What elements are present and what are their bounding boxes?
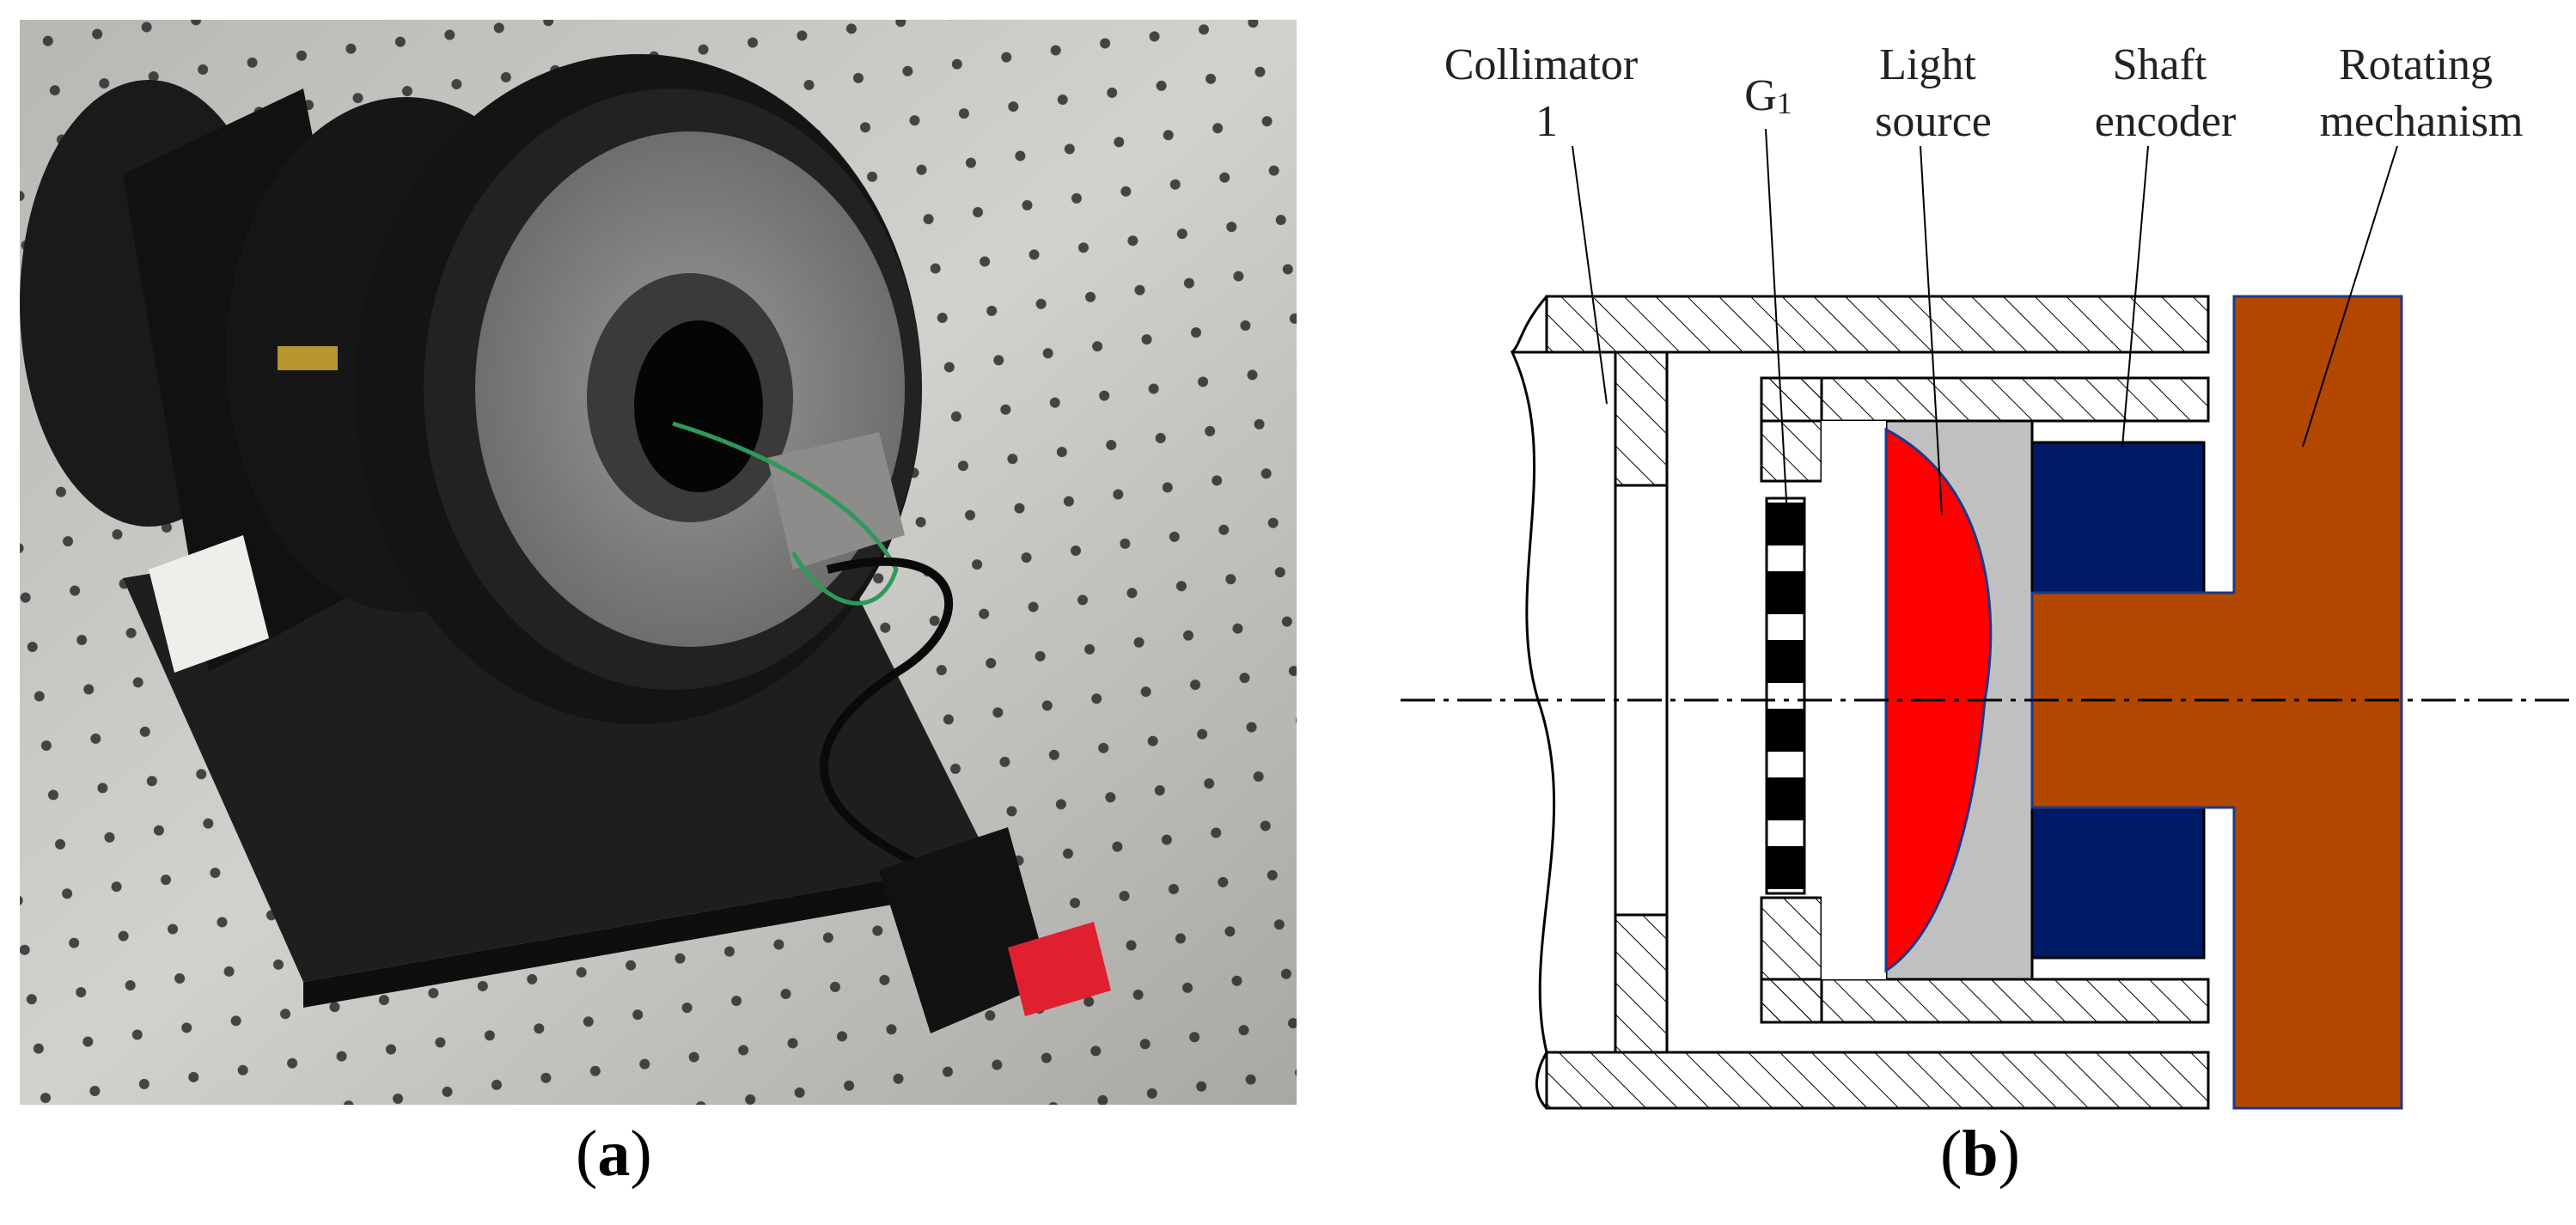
label-light-source-line1: Light xyxy=(1879,40,1976,89)
bore xyxy=(634,320,763,492)
diagram-b: Collimator 1 G1 Light source Shaft encod… xyxy=(1401,40,2569,1110)
label-grating-sub: 1 xyxy=(1777,86,1792,120)
brass-connector xyxy=(278,346,338,370)
shaft-encoder-top xyxy=(2030,441,2206,594)
collimator-bottom-edge xyxy=(1535,1051,1548,1110)
base-side xyxy=(303,862,991,1008)
outer-tube-top xyxy=(1545,295,2210,354)
inner-sleeve-bottom xyxy=(1760,978,2210,1024)
collimator-body xyxy=(1510,350,1617,1054)
label-collimator-line1: Collimator xyxy=(1444,40,1638,89)
subfigure-label-b: (b) xyxy=(1940,1118,2020,1190)
black-cable xyxy=(820,557,954,866)
photo-a xyxy=(20,20,1297,1105)
label-shaft-encoder-line1: Shaft xyxy=(2113,40,2207,89)
label-grating: G1 xyxy=(1744,71,1792,120)
label-rotating-mechanism-line1: Rotating xyxy=(2339,40,2493,89)
label-shaft-encoder-line2: encoder xyxy=(2095,97,2237,146)
collimator-edge xyxy=(1511,296,1548,354)
white-foot xyxy=(149,535,269,673)
collimator-retainer-top xyxy=(1614,350,1669,487)
label-collimator: Collimator 1 xyxy=(1444,40,1649,146)
label-collimator-line2: 1 xyxy=(1535,97,1558,146)
grating-g1 xyxy=(1765,497,1806,895)
leader-shaft-encoder xyxy=(2121,145,2149,448)
leader-rotating-mechanism xyxy=(2302,145,2398,448)
shaft-encoder-bottom xyxy=(2030,806,2206,960)
label-light-source-line2: source xyxy=(1875,97,1992,146)
leader-collimator xyxy=(1572,145,1608,405)
subfigure-label-a: (a) xyxy=(576,1118,652,1190)
label-grating-main: G xyxy=(1744,71,1777,120)
outer-tube-bottom xyxy=(1545,1051,2210,1110)
collimator-retainer-bottom xyxy=(1614,913,1669,1054)
rotating-mechanism xyxy=(2030,295,2403,1110)
grating-holder-bottom xyxy=(1760,896,1823,1024)
connector-red xyxy=(1008,922,1111,1016)
connector-body xyxy=(879,827,1051,1033)
inner-sleeve-top xyxy=(1760,376,2210,423)
label-rotating-mechanism: Rotating mechanism xyxy=(2320,40,2524,146)
grating-holder-top xyxy=(1760,376,1823,483)
label-shaft-encoder: Shaft encoder xyxy=(2095,40,2237,146)
label-light-source: Light source xyxy=(1875,40,1992,146)
leader-grating xyxy=(1765,128,1788,516)
leader-light-source xyxy=(1920,145,1943,516)
label-rotating-mechanism-line2: mechanism xyxy=(2320,97,2524,146)
